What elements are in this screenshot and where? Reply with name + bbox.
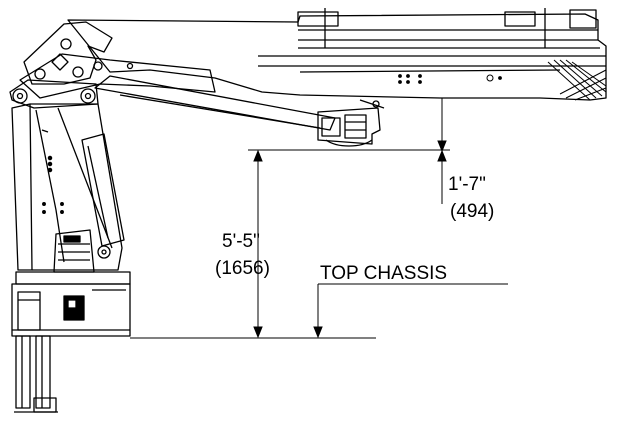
upper-dimension-feet-label: 1'-7" <box>448 174 486 195</box>
main-dimension-arrow-bottom <box>253 326 263 339</box>
knuckle-boom-crane-illustration <box>9 8 607 413</box>
main-dimension-mm-label: (1656) <box>215 258 270 279</box>
main-dimension-feet-label: 5'-5" <box>222 231 260 252</box>
rotator-hook-assembly <box>317 99 385 147</box>
upper-dimension-arrow-lower <box>437 149 447 162</box>
main-dimension-arrow-top <box>253 149 263 162</box>
extension-boom <box>67 8 607 101</box>
boom-cylinder <box>81 133 125 259</box>
upper-dimension-arrow <box>437 140 447 153</box>
crane-column <box>11 103 123 271</box>
upper-dimension-mm-label: (494) <box>450 201 494 222</box>
top-chassis-label: TOP CHASSIS <box>320 263 447 284</box>
top-chassis-leader-arrow <box>313 326 323 339</box>
boom-knuckle-plate <box>23 21 113 85</box>
crane-base-frame <box>11 271 131 337</box>
dimension-lines <box>130 98 508 339</box>
boom-tip-details <box>398 59 607 101</box>
stabilizer-leg <box>14 335 58 413</box>
